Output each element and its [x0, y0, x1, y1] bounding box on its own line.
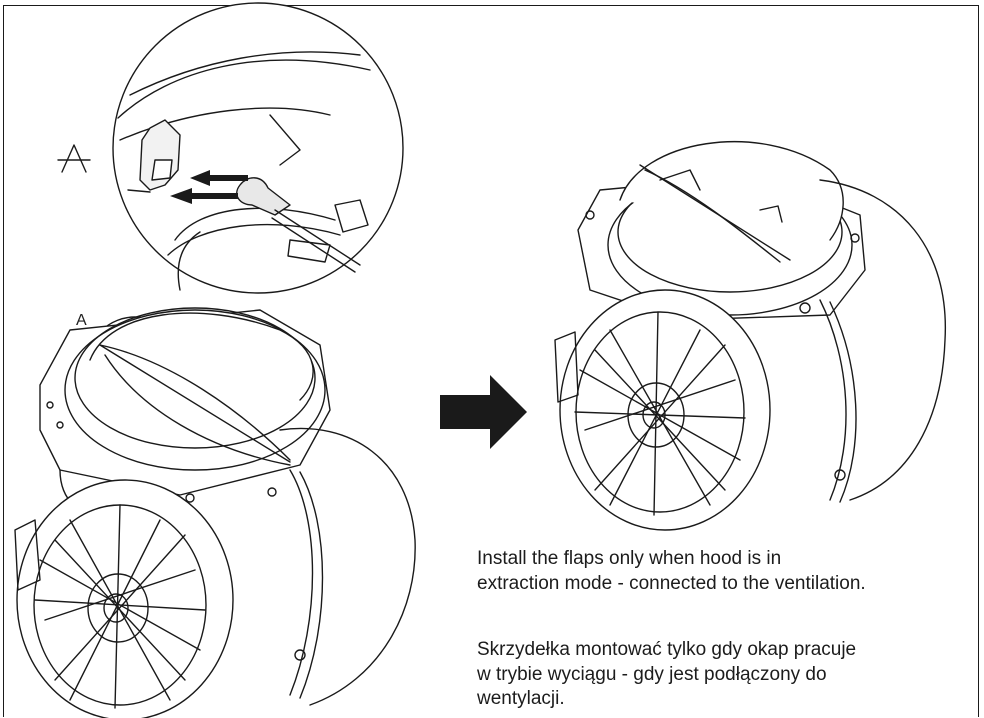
instruction-polish: Skrzydełka montować tylko gdy okap pracu… — [477, 638, 967, 712]
fan-assembly-after — [554, 141, 946, 531]
instruction-polish-line-3: wentylacji. — [477, 688, 565, 709]
marker-a-triangle — [57, 144, 91, 173]
marker-a-large: A — [60, 134, 84, 176]
instruction-polish-line-1: Skrzydełka montować tylko gdy okap pracu… — [477, 639, 857, 660]
direction-arrow — [440, 375, 527, 449]
marker-a-small: A — [76, 312, 87, 329]
instruction-polish-line-2: w trybie wyciągu - gdy jest podłączony d… — [477, 663, 827, 685]
detail-magnifier — [112, 2, 404, 294]
instruction-english: Install the flaps only when hood is in e… — [477, 547, 967, 596]
insertion-arrows — [170, 170, 248, 204]
fan-assembly-before — [14, 307, 416, 718]
instruction-english-line-1: Install the flaps only when hood is in — [477, 548, 782, 569]
instruction-english-line-2: extraction mode - connected to the venti… — [477, 572, 866, 594]
